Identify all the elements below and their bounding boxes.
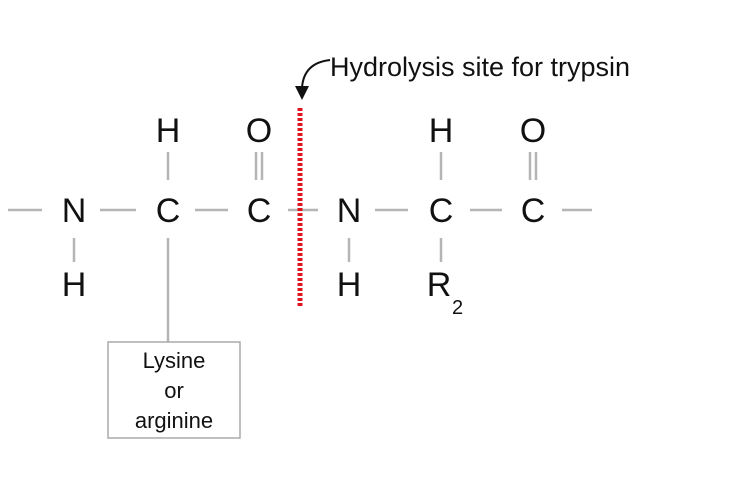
atom-n2: N	[337, 192, 362, 230]
atom-h-n2: H	[337, 266, 362, 304]
atom-c-carbonyl-1: C	[247, 192, 272, 230]
atom-h-c3: H	[429, 112, 454, 150]
annotation-label: Hydrolysis site for trypsin	[330, 52, 630, 82]
side-chain-line2: or	[164, 378, 184, 403]
side-chain-box	[107, 341, 241, 439]
atom-h-n1: H	[62, 266, 87, 304]
annotation-arrow	[301, 59, 331, 89]
side-chain-line3: arginine	[135, 408, 213, 433]
arrowhead-icon	[295, 86, 309, 100]
atom-o-c4: O	[520, 112, 546, 150]
atom-c-alpha-1: C	[156, 192, 181, 230]
atom-o-c2: O	[246, 112, 272, 150]
atom-h-c1: H	[156, 112, 181, 150]
atom-r2-subscript: 2	[452, 297, 463, 319]
atom-r2: R	[427, 266, 452, 304]
atom-c-alpha-2: C	[429, 192, 454, 230]
atom-c-carbonyl-2: C	[521, 192, 546, 230]
atom-n1: N	[62, 192, 87, 230]
backbone-bonds	[8, 152, 592, 342]
side-chain-line1: Lysine	[143, 348, 206, 373]
